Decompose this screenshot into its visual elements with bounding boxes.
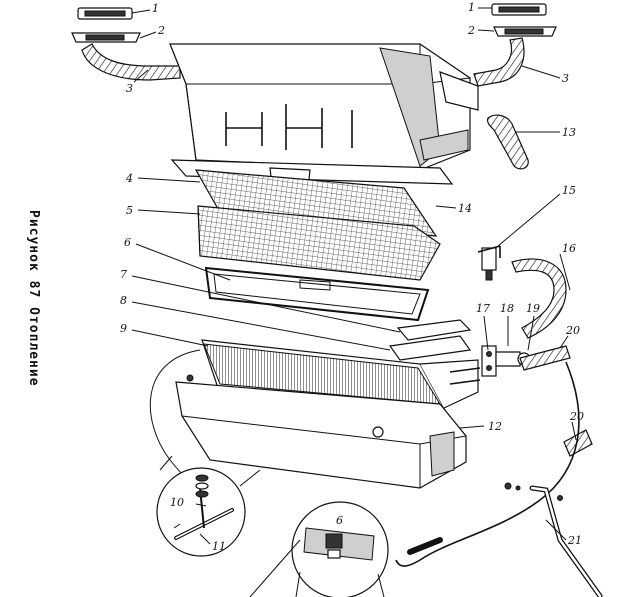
coolant-hose-20 — [519, 345, 571, 371]
callout-9: 9 — [120, 322, 127, 335]
callout-19: 19 — [526, 302, 540, 315]
detail-circle-lever — [156, 455, 261, 557]
right-air-hose — [473, 37, 525, 87]
gasket-upper — [204, 266, 430, 322]
figure-caption: Рисунок 87 Отопление — [26, 210, 41, 387]
callout-2-left: 2 — [157, 24, 165, 37]
drain-tube — [395, 361, 580, 567]
seal-strip-top — [396, 319, 472, 341]
callout-8: 8 — [120, 294, 127, 307]
callout-13: 13 — [562, 126, 576, 139]
coolant-hose-16 — [511, 258, 567, 339]
callout-16: 16 — [562, 242, 576, 255]
callout-20-lower: 20 — [569, 410, 584, 423]
callout-labels: 1 2 3 1 2 3 13 4 14 5 15 6 16 7 8 17 18 … — [120, 1, 584, 553]
detail-circle-fastener — [249, 501, 389, 597]
callout-14: 14 — [458, 202, 472, 215]
callout-3-right: 3 — [562, 72, 569, 85]
callout-2-right: 2 — [467, 24, 475, 37]
lower-tray — [175, 374, 467, 489]
callout-3-left: 3 — [126, 82, 133, 95]
callout-11: 11 — [212, 540, 226, 553]
callout-7: 7 — [120, 268, 127, 281]
callout-21: 21 — [567, 534, 582, 547]
seal-strip-bottom — [388, 335, 472, 361]
mesh-grille-upper — [194, 169, 438, 237]
leader-lines — [131, 7, 577, 545]
callout-6: 6 — [124, 236, 131, 249]
callout-4: 4 — [125, 172, 133, 185]
air-filter — [197, 205, 441, 281]
right-vent-flange — [491, 3, 557, 37]
callout-18: 18 — [500, 302, 514, 315]
callout-5: 5 — [126, 204, 133, 217]
heater-valve — [477, 245, 501, 281]
callout-12: 12 — [488, 420, 502, 433]
heater-pipe — [504, 482, 603, 597]
callout-17: 17 — [476, 302, 490, 315]
left-air-hose — [81, 43, 181, 81]
heater-housing — [169, 43, 479, 189]
callout-6-detail: 6 — [336, 514, 343, 527]
left-vent-flange — [71, 7, 141, 43]
callout-10: 10 — [170, 496, 184, 509]
callout-1-right: 1 — [468, 1, 475, 14]
drain-hose — [486, 114, 529, 170]
callout-15: 15 — [562, 184, 576, 197]
callout-20-upper: 20 — [565, 324, 580, 337]
callout-1-left: 1 — [152, 2, 159, 15]
